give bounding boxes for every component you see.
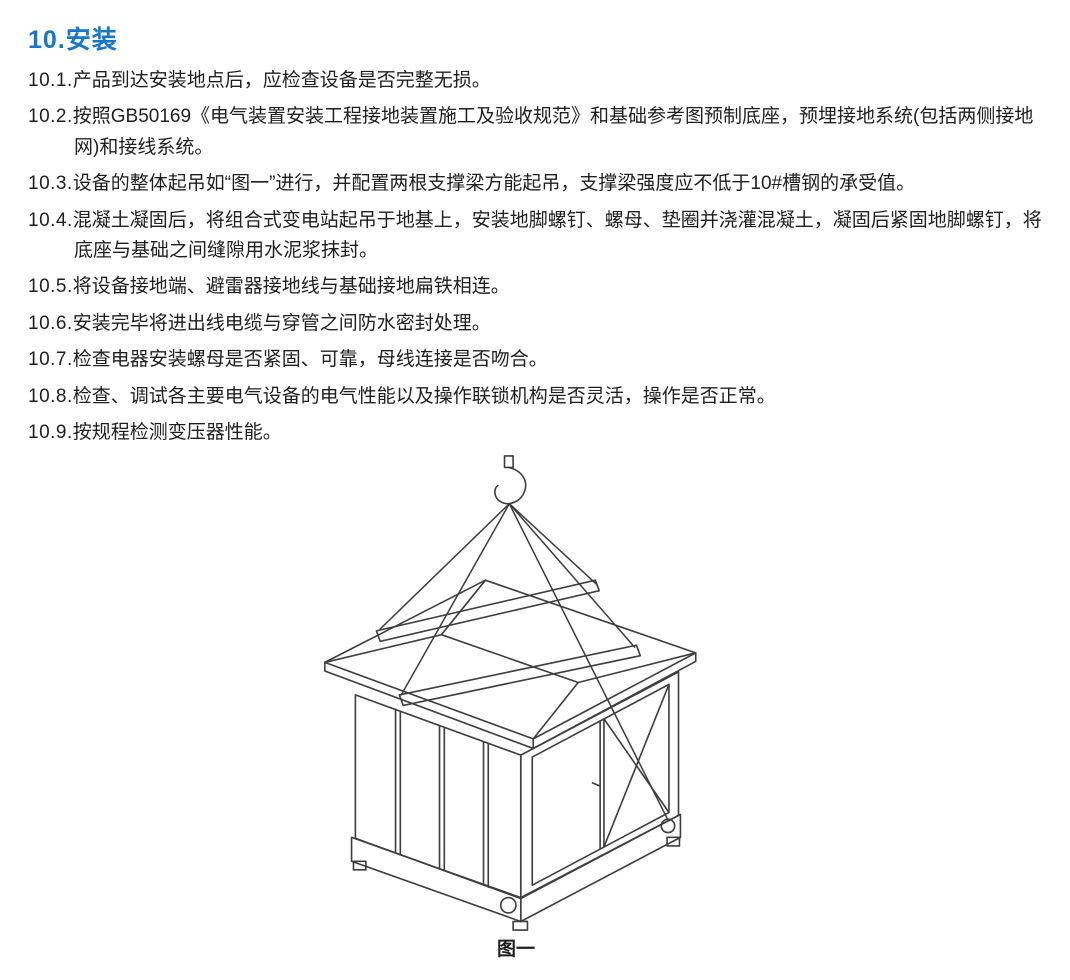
item-number: 10.1. (28, 70, 73, 91)
item-number: 10.3. (28, 173, 73, 195)
list-item: 10.6.安装完毕将进出线电缆与穿管之间防水密封处理。 (28, 309, 1044, 339)
list-item: 10.2.按照GB50169《电气装置安装工程接地装置施工及验收规范》和基础参考… (28, 102, 1044, 163)
item-text: 按规程检测变压器性能。 (72, 421, 282, 443)
item-text: 混凝土凝固后，将组合式变电站起吊于地基上，安装地脚螺钉、螺母、垫圈并浇灌混凝土，… (72, 209, 1042, 261)
item-text: 设备的整体起吊如“图一”进行，并配置两根支撑梁方能起吊，支撑梁强度应不低于10#… (72, 173, 916, 195)
item-text: 检查电器安装螺母是否紧固、可靠，母线连接是否吻合。 (72, 349, 548, 371)
item-text: 安装完毕将进出线电缆与穿管之间防水密封处理。 (72, 312, 491, 334)
support-beams (375, 579, 642, 707)
item-number: 10.9. (28, 421, 73, 443)
item-number: 10.4. (28, 209, 73, 231)
list-item: 10.5.将设备接地端、避雷器接地线与基础接地扁铁相连。 (28, 272, 1044, 302)
item-text: 将设备接地端、避雷器接地线与基础接地扁铁相连。 (72, 276, 510, 298)
item-number: 10.5. (28, 276, 73, 298)
list-item: 10.7.检查电器安装螺母是否紧固、可靠，母线连接是否吻合。 (28, 345, 1044, 375)
cabinet-base (350, 813, 682, 932)
figure-caption: 图一 (496, 939, 535, 961)
crane-hook-icon (494, 455, 527, 505)
list-item: 10.9.按规程检测变压器性能。 (28, 418, 1044, 448)
list-item: 10.4.混凝土凝固后，将组合式变电站起吊于地基上，安装地脚螺钉、螺母、垫圈并浇… (28, 206, 1044, 267)
item-text: 检查、调试各主要电气设备的电气性能以及操作联锁机构是否灵活，操作是否正常。 (72, 385, 776, 407)
item-number: 10.2. (28, 106, 73, 128)
cabinet-roof (323, 579, 697, 750)
item-text: 按照GB50169《电气装置安装工程接地装置施工及验收规范》和基础参考图预制底座… (72, 106, 1034, 158)
instruction-list: 10.1.产品到达安装地点后，应检查设备是否完整无损。 10.2.按照GB501… (28, 66, 1044, 448)
list-item: 10.1.产品到达安装地点后，应检查设备是否完整无损。 (28, 66, 1044, 96)
list-item: 10.3.设备的整体起吊如“图一”进行，并配置两根支撑梁方能起吊，支撑梁强度应不… (28, 169, 1044, 199)
lifting-cables (379, 503, 669, 822)
figure-drawing (323, 455, 697, 932)
item-text: 产品到达安装地点后，应检查设备是否完整无损。 (72, 70, 491, 91)
figure-1: 图一 (296, 454, 736, 961)
section-title: 10.安装 (28, 26, 118, 54)
item-number: 10.6. (28, 312, 73, 334)
item-number: 10.7. (28, 349, 73, 371)
list-item: 10.8.检查、调试各主要电气设备的电气性能以及操作联锁机构是否灵活，操作是否正… (28, 382, 1044, 412)
item-number: 10.8. (28, 385, 73, 407)
